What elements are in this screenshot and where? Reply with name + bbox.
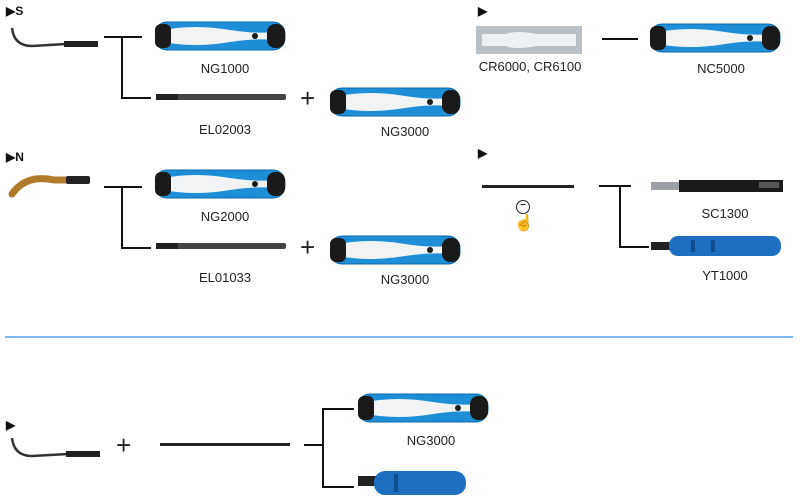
extension-el01033 (156, 243, 286, 249)
label-el02003: EL02003 (198, 122, 252, 137)
extension-rod (482, 185, 574, 188)
connector (304, 444, 324, 446)
section-header-bottom: ▶ (6, 418, 15, 432)
deburring-blade-e100 (10, 437, 100, 458)
connector (104, 36, 142, 38)
extension-el02003 (156, 94, 286, 100)
handle-blue-grip (358, 471, 466, 495)
handle-yt1000 (651, 236, 781, 256)
label-ng1000: NG1000 (200, 61, 250, 76)
handle-ng3000 (358, 393, 489, 423)
extension-rod (160, 443, 290, 446)
label-ng2000: NG2000 (200, 209, 250, 224)
play-arrow-icon: ▶ (6, 150, 16, 164)
play-arrow-icon: ▶ (478, 146, 488, 160)
connector (121, 186, 123, 248)
label-sc1300: SC1300 (701, 206, 749, 221)
handle-ng2000 (155, 169, 286, 199)
connector (322, 486, 354, 488)
section-header-mid-left: ▶N (6, 150, 24, 164)
handle-nc5000 (650, 23, 781, 53)
plus-sign: + (300, 83, 316, 113)
deburring-blade-e100 (10, 27, 98, 48)
section-header-mid-right: ▶ (478, 146, 487, 160)
connector (121, 36, 123, 98)
connector (599, 185, 631, 187)
section-divider (5, 336, 793, 338)
holder-sc1300 (651, 180, 783, 192)
deburring-blade-gold (8, 175, 90, 198)
label-el01033: EL01033 (198, 270, 252, 285)
connector (121, 247, 151, 249)
connector (322, 408, 324, 488)
connector (121, 97, 151, 99)
connector (619, 246, 649, 248)
zoom-out-icon[interactable]: − (516, 200, 530, 214)
section-header-top-left: ▶S (6, 4, 24, 18)
connector (104, 186, 142, 188)
play-arrow-icon: ▶ (6, 418, 16, 432)
section-header-top-right: ▶ (478, 4, 487, 18)
play-arrow-icon: ▶ (6, 4, 16, 18)
play-arrow-icon: ▶ (478, 4, 488, 18)
hand-cursor-icon: ☝ (514, 215, 534, 232)
connector (322, 408, 354, 410)
label-yt1000: YT1000 (702, 268, 748, 283)
plus-sign: + (116, 430, 132, 460)
handle-ng3000 (330, 87, 461, 117)
handle-ng3000 (330, 235, 461, 265)
label-nc5000: NC5000 (697, 61, 745, 76)
plus-sign: + (300, 232, 316, 262)
label-ng3000: NG3000 (380, 124, 430, 139)
connector (602, 38, 638, 40)
label-ng3000: NG3000 (406, 433, 456, 448)
label-ng3000: NG3000 (380, 272, 430, 287)
label-cr6000-cr6100: CR6000, CR6100 (478, 59, 582, 74)
scraper-blade-cr (476, 26, 582, 54)
handle-ng1000 (155, 21, 286, 51)
connector (619, 185, 621, 247)
